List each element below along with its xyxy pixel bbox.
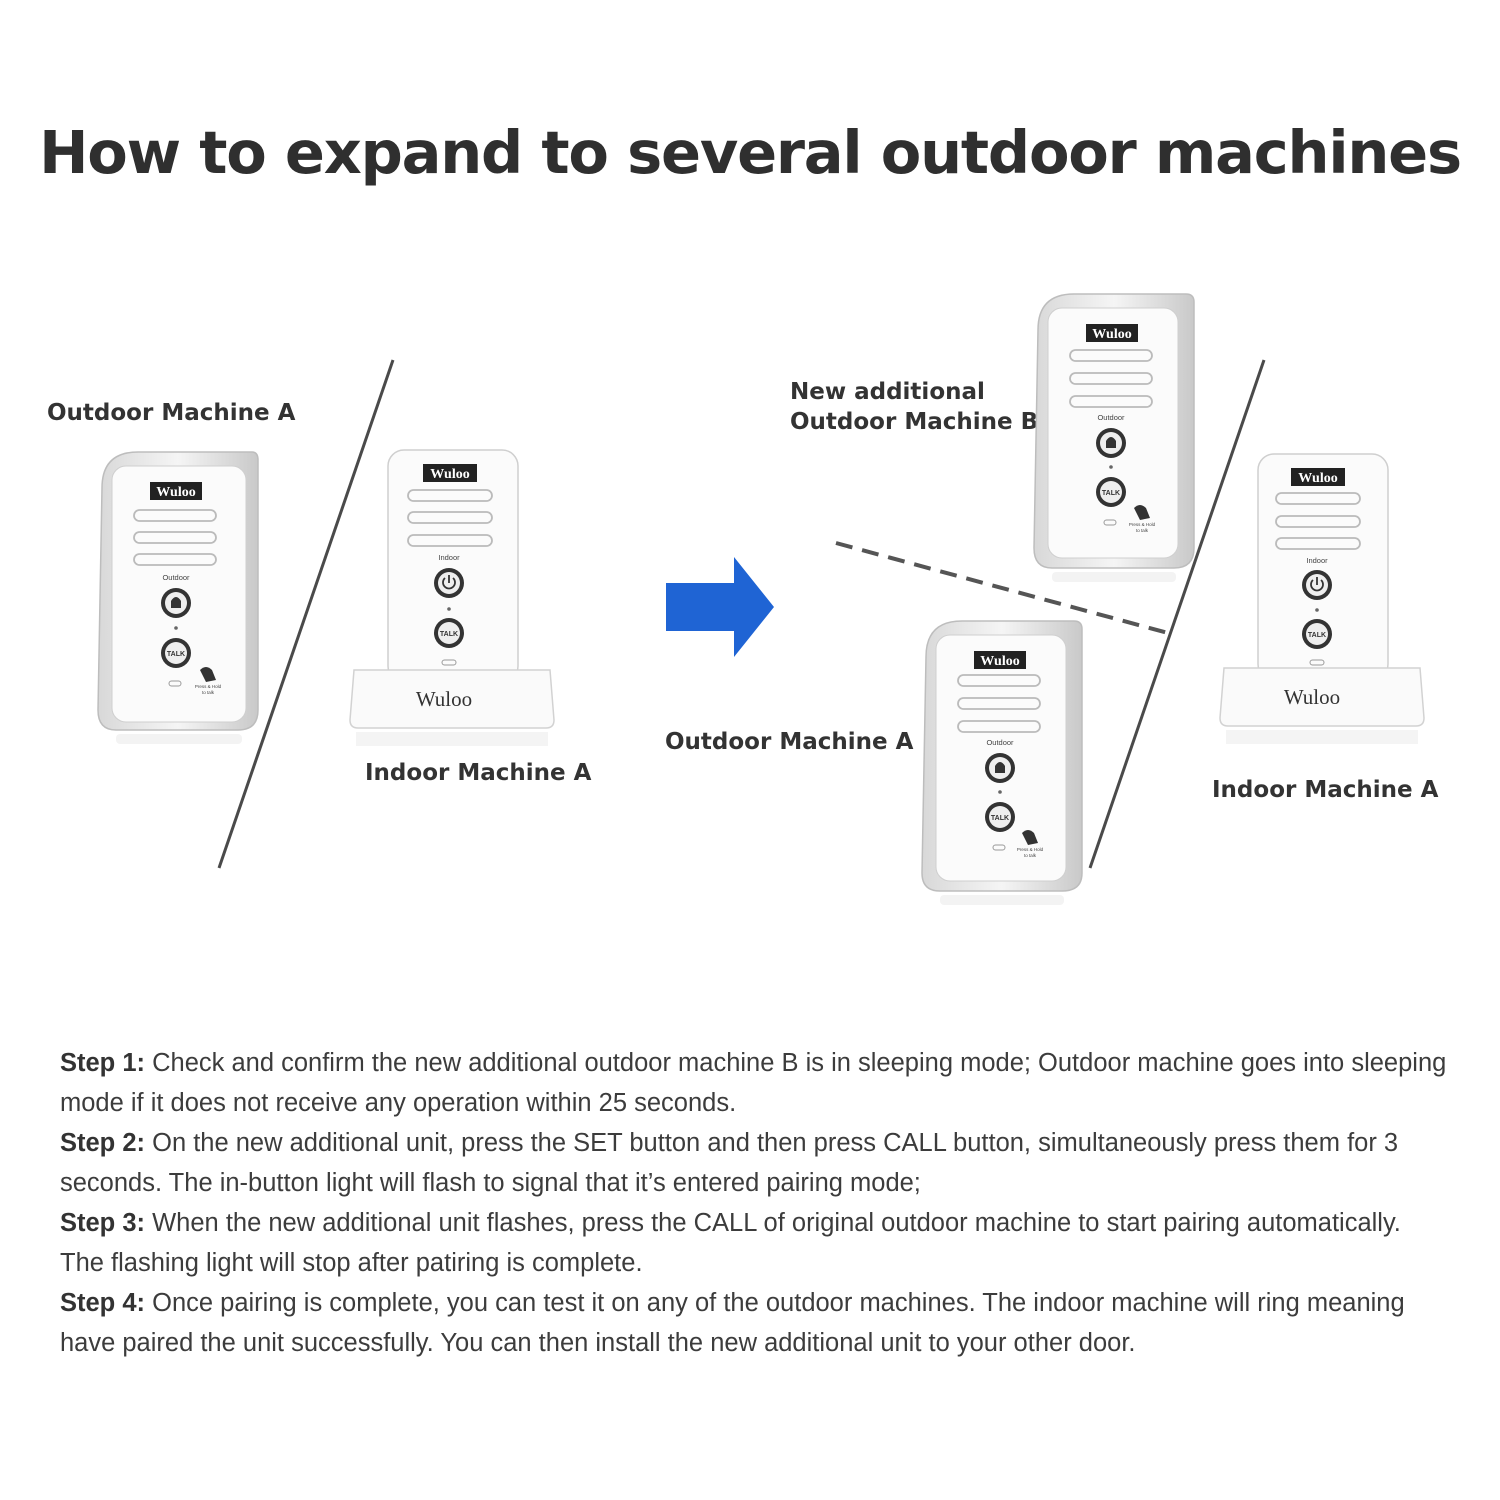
base-brand: Wuloo — [1284, 685, 1340, 709]
device-brand: Wuloo — [1298, 471, 1337, 486]
step-2-label: Step 2: — [60, 1129, 146, 1157]
bell-icon — [995, 762, 1005, 773]
label-right-indoor-machine: Indoor Machine A — [1212, 777, 1439, 803]
step-3-text: When the new additional unit flashes, pr… — [60, 1209, 1401, 1277]
device-talk-text: TALK — [1308, 632, 1326, 639]
device-talk-text: TALK — [440, 631, 458, 638]
step-3-label: Step 3: — [60, 1209, 146, 1237]
step-1-text: Check and confirm the new additional out… — [60, 1049, 1447, 1117]
device-indoor-text: Indoor — [1306, 556, 1328, 565]
step-2: Step 2: On the new additional unit, pres… — [60, 1123, 1450, 1203]
device-press-hold-1: Press & Hold — [1129, 522, 1156, 527]
arrow-right-icon — [666, 557, 774, 657]
device-outdoor-text: Outdoor — [162, 573, 190, 582]
label-new-outdoor-machine-b: New additional Outdoor Machine B — [790, 377, 1038, 437]
diagram-lines — [217, 359, 1266, 869]
label-left-outdoor-machine: Outdoor Machine A — [47, 400, 296, 426]
outdoor-machine-a-left: Wuloo Outdoor TALK Press & Hold to talk — [97, 451, 259, 744]
device-brand: Wuloo — [430, 467, 469, 482]
step-1-label: Step 1: — [60, 1049, 146, 1077]
steps-list: Step 1: Check and confirm the new additi… — [60, 1043, 1450, 1363]
left-divider-line — [217, 359, 395, 869]
step-3: Step 3: When the new additional unit fla… — [60, 1203, 1450, 1283]
power-icon — [1310, 577, 1324, 592]
label-right-outdoor-machine: Outdoor Machine A — [665, 729, 914, 755]
device-press-hold-2: to talk — [202, 690, 215, 695]
device-brand: Wuloo — [156, 485, 195, 500]
device-talk-text: TALK — [991, 815, 1009, 822]
label-new-line2: Outdoor Machine B — [790, 409, 1039, 435]
step-4-text: Once pairing is complete, you can test i… — [60, 1289, 1405, 1357]
device-press-hold-1: Press & Hold — [195, 684, 222, 689]
step-1: Step 1: Check and confirm the new additi… — [60, 1043, 1450, 1123]
right-divider-line — [1088, 359, 1266, 869]
device-brand: Wuloo — [1092, 327, 1131, 342]
indoor-machine-a-right: Wuloo Indoor TALK Wuloo — [1219, 453, 1425, 744]
bell-icon — [1106, 437, 1116, 448]
hand-press-icon — [1022, 830, 1038, 845]
device-talk-text: TALK — [167, 651, 185, 658]
outdoor-machine-b: Wuloo Outdoor TALK Press & Hold to talk — [1033, 293, 1195, 582]
label-left-indoor-machine: Indoor Machine A — [365, 760, 592, 786]
device-indoor-text: Indoor — [438, 553, 460, 562]
indoor-machine-a-left: Wuloo Indoor TALK Wuloo — [349, 449, 555, 746]
bell-icon — [171, 597, 181, 608]
step-2-text: On the new additional unit, press the SE… — [60, 1129, 1399, 1197]
power-icon — [442, 575, 456, 590]
device-press-hold-1: Press & Hold — [1017, 847, 1044, 852]
device-outdoor-text: Outdoor — [986, 738, 1014, 747]
device-press-hold-2: to talk — [1024, 853, 1037, 858]
hand-press-icon — [1134, 505, 1150, 520]
device-talk-text: TALK — [1102, 490, 1120, 497]
device-press-hold-2: to talk — [1136, 528, 1149, 533]
outdoor-machine-a-right: Wuloo Outdoor TALK Press & Hold to talk — [921, 620, 1083, 905]
page-title: How to expand to several outdoor machine… — [39, 118, 1462, 187]
label-new-line1: New additional — [790, 379, 985, 405]
hand-press-icon — [200, 667, 216, 682]
device-brand: Wuloo — [980, 654, 1019, 669]
device-outdoor-text: Outdoor — [1097, 413, 1125, 422]
dashed-separator-line — [835, 541, 1169, 635]
base-brand: Wuloo — [416, 687, 472, 711]
step-4-label: Step 4: — [60, 1289, 146, 1317]
step-4: Step 4: Once pairing is complete, you ca… — [60, 1283, 1450, 1363]
